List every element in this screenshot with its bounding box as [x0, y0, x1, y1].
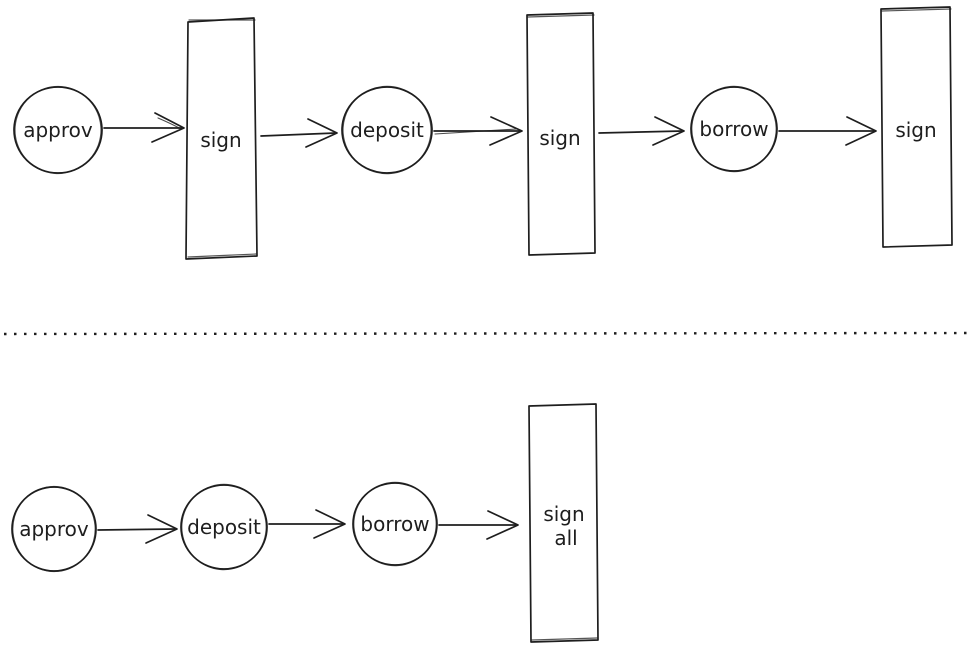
node-circle-approv-bottom: approv [11, 485, 97, 573]
node-rect-sign-all: sign all [528, 403, 599, 643]
node-circle-approv-top: approv [13, 85, 103, 175]
node-label: approv [19, 517, 89, 541]
node-rect-sign-2: sign [526, 12, 596, 256]
node-label: borrow [699, 117, 768, 141]
node-label: approv [23, 118, 93, 142]
node-rect-sign-3: sign [880, 6, 953, 248]
arrow-approv-to-deposit [97, 514, 178, 544]
node-label: sign [539, 126, 580, 150]
node-label: deposit [350, 118, 424, 142]
node-rect-sign-1: sign [185, 17, 258, 260]
arrow-deposit-to-sign-2 [433, 116, 523, 146]
node-label: borrow [360, 512, 429, 536]
node-label: deposit [187, 515, 261, 539]
top-flow: approv sign [13, 6, 953, 260]
arrow-borrow-to-sign-3 [778, 116, 877, 146]
node-label: sign [200, 128, 241, 152]
arrow-sign-2-to-borrow [598, 116, 685, 146]
arrow-sign-1-to-deposit [260, 118, 338, 148]
node-circle-deposit-bottom: deposit [180, 483, 268, 571]
node-circle-borrow-top: borrow [690, 85, 778, 173]
arrow-deposit-to-borrow [268, 509, 346, 539]
arrow-borrow-to-sign-all [438, 510, 519, 540]
arrow-approv-to-sign-1 [103, 112, 185, 143]
bottom-flow: approv deposit borrow [11, 403, 599, 643]
node-label: sign [895, 118, 936, 142]
node-circle-borrow-bottom: borrow [352, 481, 438, 567]
node-circle-deposit-top: deposit [341, 85, 433, 175]
node-label-line-1: sign [543, 502, 584, 526]
divider-dotted-line [3, 331, 972, 336]
node-label-line-2: all [554, 526, 577, 550]
